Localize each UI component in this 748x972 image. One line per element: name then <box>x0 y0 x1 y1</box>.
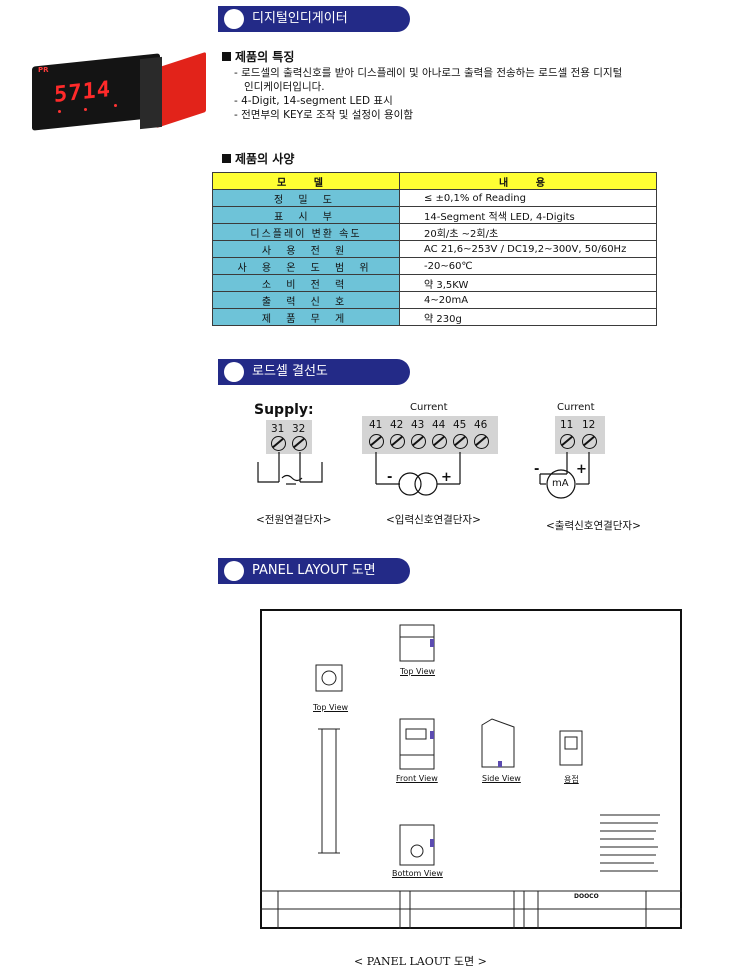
caption-power: <전원연결단자> <box>256 514 332 526</box>
caption-output: <출력신호연결단자> <box>546 520 641 532</box>
spec-key: 제 품 무 게 <box>212 308 400 326</box>
screw-terminal-icon <box>582 434 597 449</box>
screw-terminal-icon <box>453 434 468 449</box>
section-title: 디지털인디게이터 <box>252 11 348 26</box>
section-title: 로드셀 결선도 <box>252 364 328 379</box>
terminal-number: 45 <box>453 419 467 431</box>
screw-terminal-icon <box>560 434 575 449</box>
col-header-content: 내 용 <box>399 172 657 190</box>
drawing-label-side-view: Side View <box>482 774 521 783</box>
terminal-number: 11 <box>560 419 574 431</box>
section-header-wiring: 로드셀 결선도 <box>218 359 410 385</box>
led-indicator-icon <box>84 108 87 111</box>
spec-value: 20회/초 ~2회/초 <box>399 223 657 241</box>
spec-value: -20~60℃ <box>399 257 657 275</box>
col-header-model: 모 델 <box>212 172 400 190</box>
minus-sign: - <box>534 462 540 477</box>
output-current-label: Current <box>557 402 595 413</box>
drawing-label-bottom-view: Bottom View <box>392 869 443 878</box>
title-block-company: DOOCO <box>574 893 599 900</box>
screw-terminal-icon <box>474 434 489 449</box>
feature-item: 인디케이터입니다. <box>244 81 325 93</box>
spec-key: 정 밀 도 <box>212 189 400 207</box>
panel-layout-caption: < PANEL LAOUT 도면 > <box>354 955 487 968</box>
screw-terminal-icon <box>369 434 384 449</box>
minus-sign: - <box>387 470 393 485</box>
specs-heading: 제품의 사양 <box>222 150 294 167</box>
led-indicator-icon <box>58 110 61 113</box>
panel-layout-linework <box>260 624 682 929</box>
screw-terminal-icon <box>411 434 426 449</box>
brand-logo: PR <box>38 66 49 74</box>
screw-terminal-icon <box>390 434 405 449</box>
spec-value: ≤ ±0,1% of Reading <box>399 189 657 207</box>
terminal-number: 46 <box>474 419 488 431</box>
table-row: 정 밀 도≤ ±0,1% of Reading <box>212 189 657 207</box>
features-list: - 로드셀의 출력신호를 받아 디스플레이 및 아나로그 출력을 전송하는 로드… <box>234 66 664 122</box>
square-bullet-icon <box>222 52 231 61</box>
terminal-number: 42 <box>390 419 404 431</box>
drawing-label-top-view-2: Top View <box>400 667 436 676</box>
section-title: PANEL LAYOUT 도면 <box>252 563 376 578</box>
spec-key: 사 용 전 원 <box>212 240 400 258</box>
caption-input: <입력신호연결단자> <box>386 514 481 526</box>
terminal-number: 44 <box>432 419 446 431</box>
plus-sign: + <box>441 470 452 485</box>
terminal-number: 41 <box>369 419 383 431</box>
milliamp-meter-label: mA <box>552 478 569 489</box>
wiring-diagram <box>257 452 590 499</box>
spec-key: 소 비 전 력 <box>212 274 400 292</box>
drawing-label-top-view: Top View <box>313 703 349 712</box>
table-row: 사 용 온 도 범 위-20~60℃ <box>212 257 657 275</box>
section-header-panel-layout: PANEL LAYOUT 도면 <box>218 558 410 584</box>
section-header-indicator: 디지털인디게이터 <box>218 6 410 32</box>
input-current-label: Current <box>410 402 448 413</box>
drawing-label-front-view: Front View <box>396 774 438 783</box>
screw-terminal-icon <box>271 436 286 451</box>
terminal-number: 43 <box>411 419 425 431</box>
terminal-number: 32 <box>292 423 306 435</box>
plus-sign: + <box>576 462 587 477</box>
panel-layout-drawing <box>260 609 682 929</box>
screw-terminal-icon <box>292 436 307 451</box>
spec-value: 약 230g <box>399 308 657 326</box>
spec-value: 약 3,5KW <box>399 274 657 292</box>
square-bullet-icon <box>222 154 231 163</box>
input-terminal-block <box>362 416 498 454</box>
circle-bullet-icon <box>224 9 244 29</box>
led-indicator-icon <box>114 104 117 107</box>
feature-item: - 로드셀의 출력신호를 받아 디스플레이 및 아나로그 출력을 전송하는 로드… <box>234 67 623 79</box>
drawing-label-cut: 용접 <box>564 775 579 784</box>
supply-label: Supply: <box>254 402 314 418</box>
features-heading: 제품의 특징 <box>222 48 294 65</box>
terminal-number: 31 <box>271 423 285 435</box>
circle-bullet-icon <box>224 362 244 382</box>
product-photo: PR 5714 <box>28 42 208 134</box>
terminal-number: 12 <box>582 419 596 431</box>
spec-key: 사 용 온 도 범 위 <box>212 257 400 275</box>
feature-item: - 전면부의 KEY로 조작 및 설정이 용이함 <box>234 109 413 121</box>
screw-terminal-icon <box>432 434 447 449</box>
circle-bullet-icon <box>224 561 244 581</box>
spec-value: 4~20mA <box>399 291 657 309</box>
spec-value: AC 21,6~253V / DC19,2~300V, 50/60Hz <box>399 240 657 258</box>
feature-item: - 4-Digit, 14-segment LED 표시 <box>234 95 393 107</box>
